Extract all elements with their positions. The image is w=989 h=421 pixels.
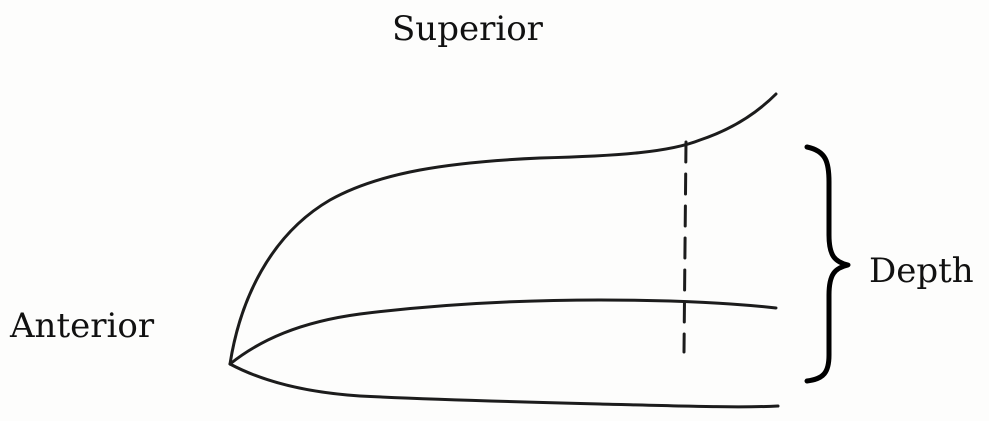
anterior-label: Anterior [10, 309, 154, 343]
depth-label: Depth [869, 254, 974, 288]
middle-curve [230, 300, 776, 364]
depth-dashed-line [684, 142, 686, 352]
lower-curve [230, 364, 778, 407]
superior-label: Superior [392, 12, 543, 46]
depth-brace [807, 147, 848, 381]
